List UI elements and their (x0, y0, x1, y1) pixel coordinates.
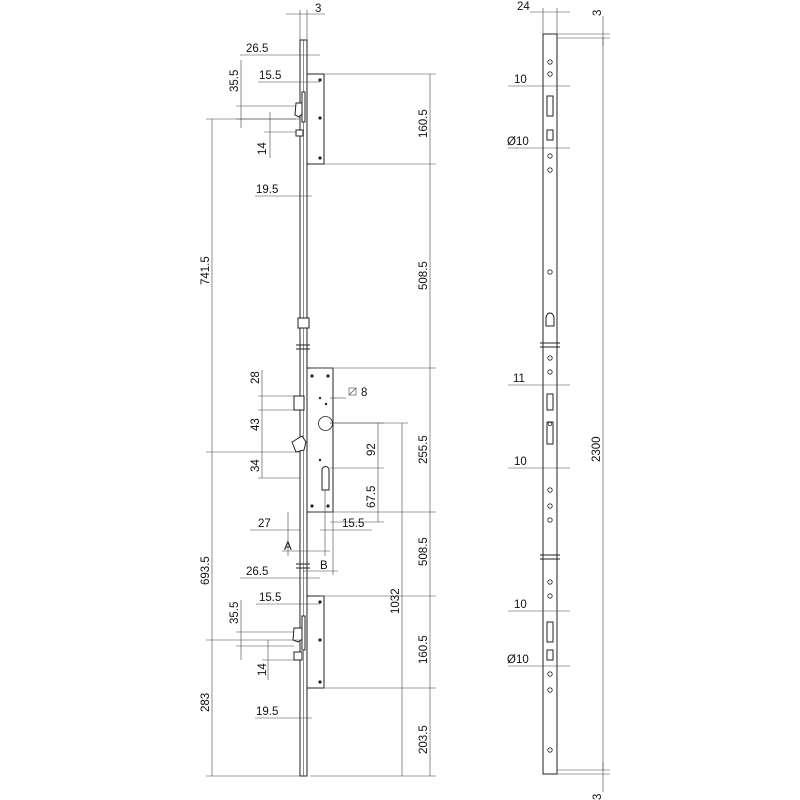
dim-dia-10-b: Ø10 (507, 654, 529, 666)
dim-10-b: 10 (514, 456, 527, 468)
dim-26-5-bot: 26.5 (246, 566, 268, 578)
dim-1032: 1032 (390, 588, 402, 614)
dim-741-5: 741.5 (200, 256, 212, 285)
dim-160-5-bot: 160.5 (418, 635, 430, 664)
dim-27: 27 (258, 518, 271, 530)
dim-24: 24 (517, 1, 530, 13)
dim-19-5-top: 19.5 (256, 184, 278, 196)
dim-19-5-bot: 19.5 (256, 706, 278, 718)
dim-B: B (320, 560, 328, 572)
side-view: 24 3 2300 3 10 Ø10 11 10 10 Ø10 (507, 1, 610, 800)
dim-43: 43 (250, 418, 262, 431)
dim-160-5-top: 160.5 (418, 109, 430, 138)
dim-3-top: 3 (315, 3, 321, 15)
dim-14-top: 14 (257, 142, 269, 155)
dim-11: 11 (513, 373, 525, 385)
top-lock-unit (294, 73, 325, 165)
dim-15-5-top: 15.5 (259, 70, 281, 82)
dim-28: 28 (250, 371, 262, 384)
dim-34: 34 (250, 459, 262, 472)
dim-35-5-bot: 35.5 (229, 602, 241, 624)
front-view: 3 26.5 15.5 35.5 14 19.5 160.5 508.5 255… (200, 3, 436, 777)
dim-508-5-bot: 508.5 (418, 537, 430, 566)
dim-A: A (284, 541, 292, 553)
dim-14-bot: 14 (257, 663, 269, 676)
dim-255-5: 255.5 (418, 435, 430, 464)
dim-10-c: 10 (514, 599, 527, 611)
cylinder-cutout (321, 466, 330, 491)
dim-15-5-mid: 15.5 (342, 518, 364, 530)
dim-26-5-top: 26.5 (246, 43, 268, 55)
dim-283: 283 (200, 693, 212, 712)
dim-15-5-bot: 15.5 (259, 592, 281, 604)
dim-sq-8: 8 (361, 387, 367, 399)
dim-35-5-top: 35.5 (229, 70, 241, 92)
central-gearbox (291, 367, 334, 513)
dim-gap-3-bot: 3 (592, 794, 604, 800)
dim-67-5: 67.5 (366, 486, 378, 508)
dim-10-a: 10 (514, 74, 527, 86)
dim-dia-10-a: Ø10 (507, 136, 529, 148)
dim-693-5: 693.5 (200, 556, 212, 585)
dim-508-5-top: 508.5 (418, 261, 430, 290)
dim-2300: 2300 (591, 436, 603, 462)
dim-203-5: 203.5 (418, 725, 430, 754)
dim-gap-3-top: 3 (592, 10, 604, 16)
dim-92: 92 (366, 443, 378, 456)
bottom-lock-unit (292, 595, 325, 689)
